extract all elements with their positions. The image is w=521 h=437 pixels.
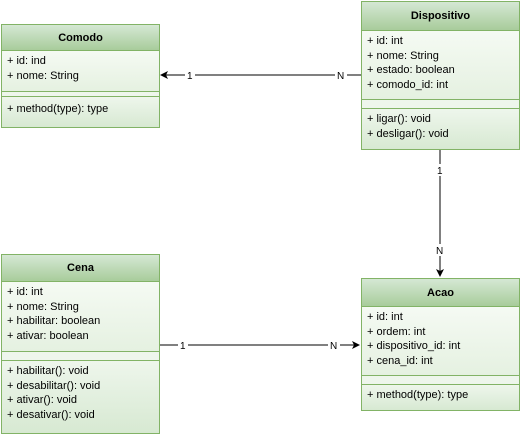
class-cena[interactable]: Cena + id: int + nome: String + habilita…	[1, 254, 160, 434]
mult-cena-1: 1	[180, 341, 186, 352]
attributes: + id: int + nome: String + estado: boole…	[362, 31, 519, 99]
mult-dispositivo-n: N	[337, 71, 344, 82]
attribute: + id: int	[7, 286, 43, 298]
method: + desabilitar(): void	[7, 379, 101, 392]
attribute: + id: ind	[7, 55, 46, 67]
methods: + method(type): type	[2, 97, 159, 127]
methods: + ligar(): void + desligar(): void	[362, 109, 519, 149]
method: + ativar(): void	[7, 394, 77, 406]
attribute: + nome: String	[7, 300, 79, 313]
class-acao[interactable]: Acao + id: int + ordem: int + dispositiv…	[361, 278, 520, 411]
separator	[362, 99, 519, 109]
method: + ligar(): void	[367, 113, 431, 125]
attribute: + habilitar: boolean	[7, 315, 101, 327]
class-dispositivo[interactable]: Dispositivo + id: int + nome: String + e…	[361, 1, 520, 150]
methods: + method(type): type	[362, 385, 519, 410]
separator	[2, 91, 159, 97]
method: + method(type): type	[7, 103, 109, 115]
mult-comodo: 1	[187, 71, 193, 82]
attribute: + ativar: boolean	[7, 329, 89, 342]
attribute: + nome: String	[7, 69, 79, 82]
method: + method(type): type	[367, 389, 469, 401]
class-title: Comodo	[2, 25, 159, 51]
class-title: Cena	[2, 255, 159, 282]
attribute: + id: int	[367, 311, 403, 323]
attribute: + cena_id: int	[367, 354, 433, 367]
attribute: + nome: String	[367, 49, 439, 62]
class-title: Dispositivo	[362, 2, 519, 31]
separator	[2, 351, 159, 361]
class-title: Acao	[362, 279, 519, 307]
method: + desativar(): void	[7, 408, 95, 421]
separator	[362, 375, 519, 385]
attribute: + ordem: int	[367, 325, 426, 338]
mult-dispositivo-1: 1	[437, 166, 443, 177]
methods: + habilitar(): void + desabilitar(): voi…	[2, 361, 159, 433]
class-comodo[interactable]: Comodo + id: ind + nome: String + method…	[1, 24, 160, 128]
attributes: + id: int + ordem: int + dispositivo_id:…	[362, 307, 519, 375]
attribute: + estado: boolean	[367, 64, 455, 76]
attributes: + id: int + nome: String + habilitar: bo…	[2, 282, 159, 351]
method: + desligar(): void	[367, 127, 449, 140]
attribute: + comodo_id: int	[367, 78, 449, 91]
attributes: + id: ind + nome: String	[2, 51, 159, 91]
mult-acao-n: N	[436, 246, 443, 257]
mult-acao-cena-n: N	[330, 341, 337, 352]
attribute: + dispositivo_id: int	[367, 340, 461, 352]
attribute: + id: int	[367, 35, 403, 47]
method: + habilitar(): void	[7, 365, 89, 377]
